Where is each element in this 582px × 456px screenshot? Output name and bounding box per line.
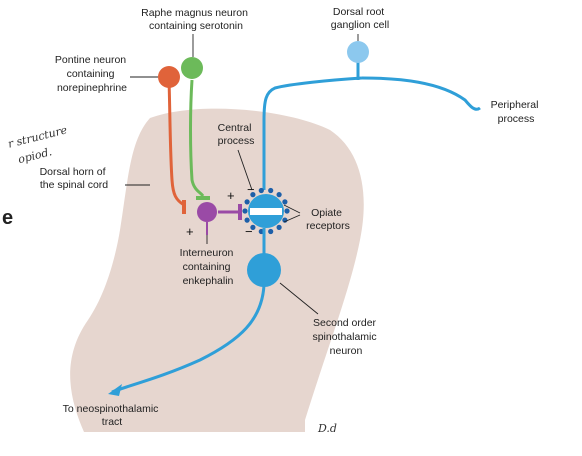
opiate-receptor-dot: [250, 224, 256, 230]
margin-character: e: [2, 207, 13, 229]
interneuron-label: Interneuron containing enkephalin: [180, 247, 237, 287]
minus-sign-top: −: [247, 182, 255, 197]
opiate-receptor-dot: [242, 208, 248, 214]
pontine-neuron-cell: [158, 66, 180, 88]
raphe-axon: [189, 79, 205, 197]
bottom-scribble: D.d: [317, 422, 337, 435]
central-terminal: [248, 194, 284, 228]
pontine-axon: [167, 79, 185, 207]
spinothalamic-axon: [111, 284, 266, 394]
raphe-neuron-cell: [181, 57, 203, 79]
opiate-receptor-dot: [276, 224, 282, 230]
plus-sign-top: +: [227, 188, 235, 203]
plus-sign-bottom: +: [186, 224, 194, 239]
opiate-receptor-dot: [250, 192, 256, 198]
drg-label: Dorsal root ganglion cell: [331, 6, 389, 31]
opiate-receptor-dot: [258, 187, 264, 194]
second-order-neuron-cell: [247, 253, 281, 287]
handwritten-note-line1: r structure: [7, 123, 69, 150]
second-order-label: Second order spinothalamic neuron: [312, 317, 379, 357]
tract-label: To neospinothalamic tract: [63, 403, 162, 428]
central-process-axon: [262, 76, 363, 190]
dorsal-root-ganglion-cell: [347, 41, 369, 63]
opiate-label: Opiate receptors: [306, 207, 350, 232]
tract-arrowhead: [108, 384, 122, 396]
peripheral-process-axon: [361, 76, 481, 111]
opiate-receptor-dot: [244, 199, 250, 205]
dorsal-horn-label: Dorsal horn of the spinal cord: [40, 166, 109, 191]
leader-lines: [125, 34, 359, 315]
pontine-label: Pontine neuron containing norepinephrine: [55, 54, 129, 94]
minus-sign-bottom: −: [245, 224, 253, 239]
opiate-receptor-dot: [284, 208, 290, 214]
raphe-label: Raphe magnus neuron containing serotonin: [141, 7, 251, 32]
interneuron-cell: [197, 202, 217, 222]
dorsal-horn-region: [70, 108, 364, 432]
opiate-receptor-dot: [282, 199, 288, 205]
central-label: Central process: [218, 122, 255, 147]
opiate-receptor-dot: [268, 187, 274, 194]
peripheral-label: Peripheral process: [491, 99, 542, 125]
opiate-receptor-dot: [276, 192, 282, 198]
handwritten-note-line2: opiod.: [17, 145, 53, 166]
opiate-receptor-dot: [268, 228, 274, 235]
opiate-receptor-dot: [244, 217, 250, 223]
